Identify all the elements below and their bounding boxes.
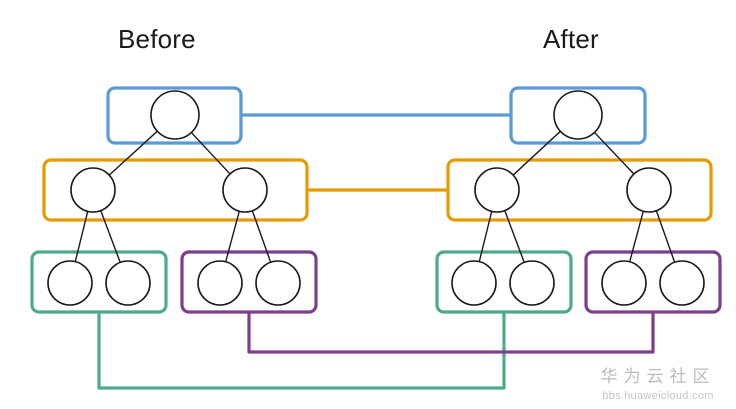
group-box-before-root-box: [106, 86, 243, 145]
watermark-brand: 华为云社区: [600, 367, 716, 387]
tree-node-after-l3: [601, 260, 647, 306]
watermark-url: bbs.huaweicloud.com: [602, 390, 714, 402]
tree-node-after-i2: [626, 167, 672, 213]
tree-edge-after-i2-l4: [655, 210, 676, 263]
connector-leaf-purple: [247, 312, 655, 354]
tree-edge-before-i1-l1: [74, 211, 89, 262]
tree-node-after-l4: [659, 260, 705, 306]
tree-nodes-layer: [47, 90, 705, 306]
tree-node-after-r: [553, 90, 603, 140]
tree-edge-after-i1-l1: [478, 211, 493, 262]
tree-node-before-l2: [105, 260, 151, 306]
watermark: 华为云社区 bbs.huaweicloud.com: [588, 362, 728, 402]
tree-node-before-i2: [222, 167, 268, 213]
group-box-after-internal-box: [446, 158, 713, 222]
heading-before: Before: [118, 24, 196, 54]
tree-edge-before-r-i1: [108, 130, 158, 176]
group-box-after-root-box: [509, 86, 647, 145]
connector-leaf-teal: [97, 312, 506, 390]
group-box-before-leaf-box-a: [30, 250, 168, 314]
tree-edge-before-i2-l3: [225, 211, 240, 262]
tree-node-after-l2: [509, 260, 555, 306]
heading-after: After: [543, 24, 599, 54]
tree-edge-after-i2-l3: [629, 211, 644, 262]
tree-node-before-l4: [255, 260, 301, 306]
tree-node-before-l3: [197, 260, 243, 306]
tree-node-after-l1: [451, 260, 497, 306]
tree-node-before-l1: [47, 260, 93, 306]
group-box-after-leaf-box-b: [584, 250, 722, 314]
tree-edge-before-i1-l2: [100, 210, 121, 263]
group-box-before-internal-box: [42, 158, 309, 222]
group-boxes-layer: [30, 86, 722, 314]
tree-edge-after-r-i2: [593, 131, 635, 175]
group-box-before-leaf-box-b: [180, 250, 318, 314]
tree-edges-layer: [74, 130, 676, 263]
tree-edge-after-i1-l2: [504, 210, 525, 263]
tree-node-before-r: [150, 90, 200, 140]
tree-edge-after-r-i1: [512, 130, 561, 176]
tree-node-before-i1: [70, 167, 116, 213]
tree-node-after-i1: [474, 167, 520, 213]
connectors-layer: [97, 113, 655, 390]
tree-edge-before-r-i2: [190, 132, 231, 175]
group-box-after-leaf-box-a: [435, 250, 573, 314]
tree-edge-before-i2-l4: [251, 210, 272, 263]
